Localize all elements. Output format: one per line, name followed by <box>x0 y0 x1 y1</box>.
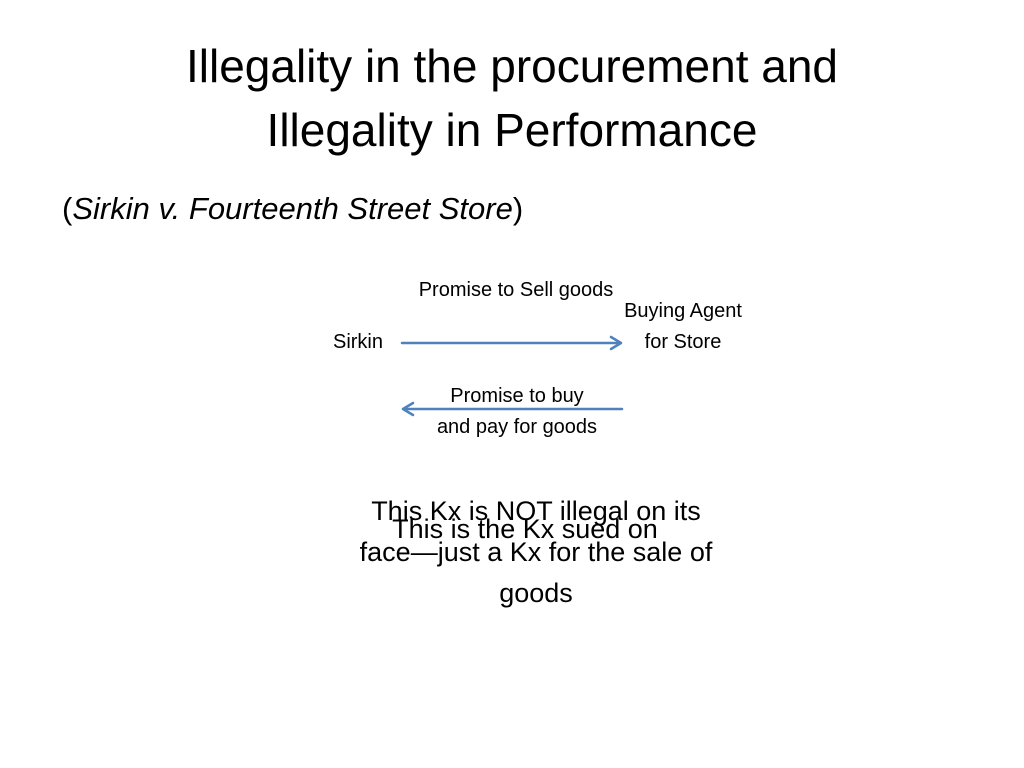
party-buying-agent: Buying Agent for Store <box>624 300 742 353</box>
promise-to-buy-label: Promise to buy and pay for goods <box>436 385 598 438</box>
case-name: Sirkin v. Fourteenth Street Store <box>72 191 513 226</box>
arrow-agent-to-sirkin <box>401 401 624 417</box>
case-citation: (Sirkin v. Fourteenth Street Store) <box>62 188 523 230</box>
citation-close-paren: ) <box>512 191 524 226</box>
title-line-1: Illegality in the procurement and <box>185 40 839 92</box>
citation-open-paren: ( <box>62 191 73 226</box>
slide-title: Illegality in the procurement and Illega… <box>60 34 964 162</box>
not-illegal-note: This Kx is NOT illegal on its face—just … <box>359 496 713 608</box>
arrow-sirkin-to-agent <box>400 335 623 351</box>
promise-to-sell-label: Promise to Sell goods <box>418 279 614 301</box>
party-sirkin: Sirkin <box>332 331 383 353</box>
title-line-2: Illegality in Performance <box>266 104 758 156</box>
kx-sued-on-note: This is the Kx sued on <box>392 514 658 544</box>
